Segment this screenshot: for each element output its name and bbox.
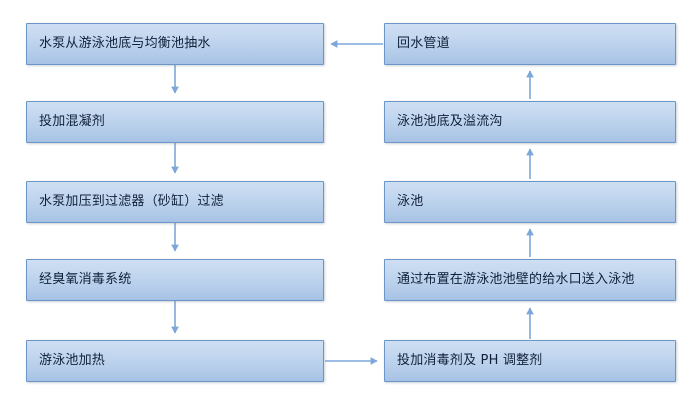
node-wall-inlet[interactable]: 通过布置在游泳池池壁的给水口送入泳池 [384, 259, 676, 301]
node-label: 回水管道 [397, 36, 450, 52]
node-label: 投加消毒剂及 PH 调整剂 [397, 353, 543, 369]
node-label: 泳池 [397, 194, 424, 210]
node-label: 游泳池加热 [39, 353, 106, 369]
node-label: 通过布置在游泳池池壁的给水口送入泳池 [397, 272, 635, 288]
node-disinfect-ph[interactable]: 投加消毒剂及 PH 调整剂 [384, 340, 676, 382]
node-pump-intake[interactable]: 水泵从游泳池底与均衡池抽水 [26, 23, 324, 65]
node-ozone[interactable]: 经臭氧消毒系统 [26, 259, 324, 301]
node-label: 投加混凝剂 [39, 114, 106, 130]
node-label: 水泵从游泳池底与均衡池抽水 [39, 36, 211, 52]
node-pool-heating[interactable]: 游泳池加热 [26, 340, 324, 382]
node-label: 水泵加压到过滤器（砂缸）过滤 [39, 194, 224, 210]
node-coagulant[interactable]: 投加混凝剂 [26, 101, 324, 143]
node-pool[interactable]: 泳池 [384, 181, 676, 223]
node-label: 经臭氧消毒系统 [39, 272, 132, 288]
node-pool-bottom[interactable]: 泳池池底及溢流沟 [384, 101, 676, 143]
node-label: 泳池池底及溢流沟 [397, 114, 503, 130]
node-return-pipe[interactable]: 回水管道 [384, 23, 676, 65]
node-sand-filter[interactable]: 水泵加压到过滤器（砂缸）过滤 [26, 181, 324, 223]
